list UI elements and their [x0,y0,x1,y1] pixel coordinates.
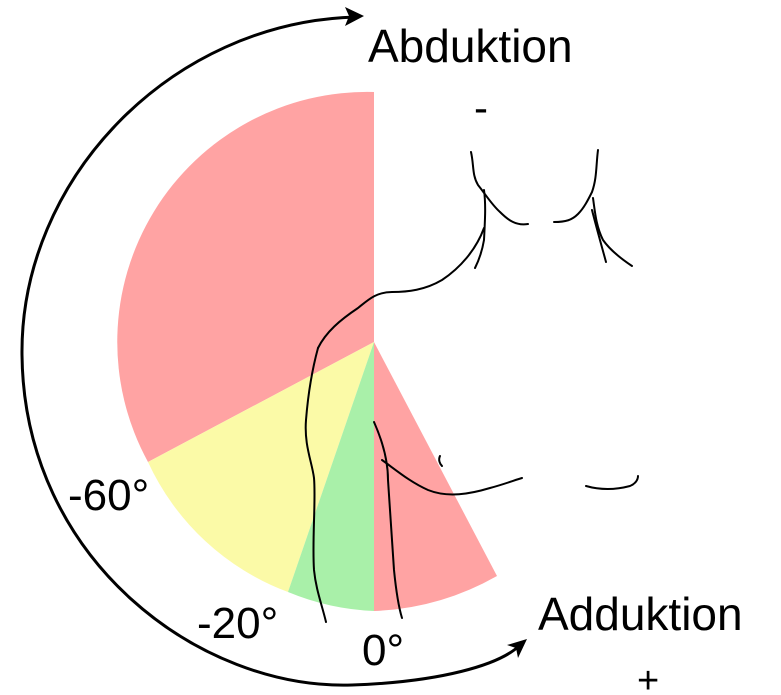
angle-minus-20-label: -20° [197,599,278,648]
neck-right-inner-line-2 [592,210,606,262]
angle-minus-60-label: -60° [68,471,149,520]
angle-zero-label: 0° [362,626,404,675]
range-sectors [117,92,497,611]
abduction-label: Abduktion [368,20,573,72]
neck-right-inner-line [593,198,632,266]
adduction-sign: + [637,660,659,695]
adduction-label: Adduktion [538,588,743,640]
chest-right-line [586,476,638,489]
sector-red-adduction-range [374,342,497,611]
pec-mark [439,456,442,466]
abduction-sign: - [474,84,488,131]
neck-left-line [471,152,528,224]
arrowhead-bottom-icon [507,639,527,658]
